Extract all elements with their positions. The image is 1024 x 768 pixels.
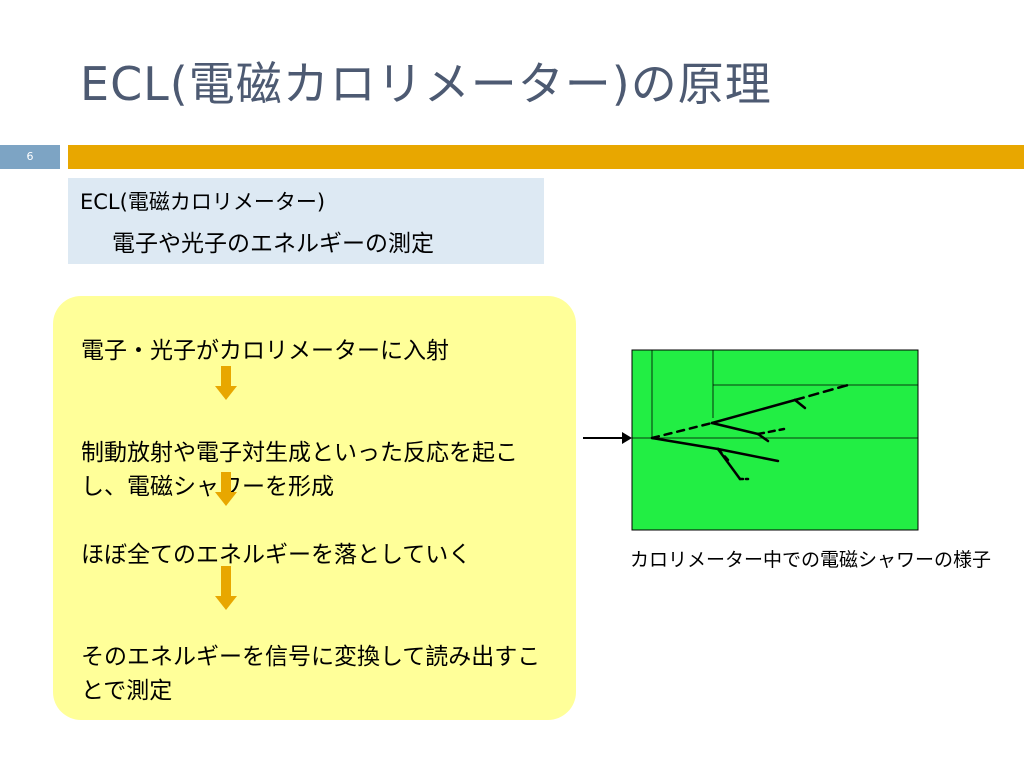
accent-bar bbox=[68, 145, 1024, 169]
step-text: 制動放射や電子対生成といった反応を起こし、電磁シャワーを形成 bbox=[81, 440, 518, 500]
page-number-bar bbox=[0, 145, 60, 169]
step-text: 電子・光子がカロリメーターに入射 bbox=[81, 338, 449, 364]
step-text: そのエネルギーを信号に変換して読み出すことで測定 bbox=[81, 644, 541, 704]
shower-diagram bbox=[583, 349, 919, 531]
process-box: 電子・光子がカロリメーターに入射 制動放射や電子対生成といった反応を起こし、電磁… bbox=[53, 296, 576, 720]
definition-box: ECL(電磁カロリメーター) 電子や光子のエネルギーの測定 bbox=[68, 178, 544, 264]
page-number: 6 bbox=[26, 150, 34, 163]
calorimeter-block bbox=[631, 349, 919, 531]
arrow-head bbox=[622, 432, 632, 444]
step-text: ほぼ全てのエネルギーを落としていく bbox=[81, 542, 472, 568]
definition-text: 電子や光子のエネルギーの測定 bbox=[112, 231, 434, 257]
slide-title: ECL(電磁カロリメーター)の原理 bbox=[80, 57, 772, 111]
shower-tracks bbox=[650, 383, 850, 481]
down-arrow-icon bbox=[215, 566, 237, 610]
down-arrow-icon bbox=[215, 366, 237, 400]
down-arrow-icon bbox=[215, 472, 237, 506]
diagram-caption: カロリメーター中での電磁シャワーの様子 bbox=[630, 549, 992, 571]
definition-heading: ECL(電磁カロリメーター) bbox=[80, 190, 326, 214]
